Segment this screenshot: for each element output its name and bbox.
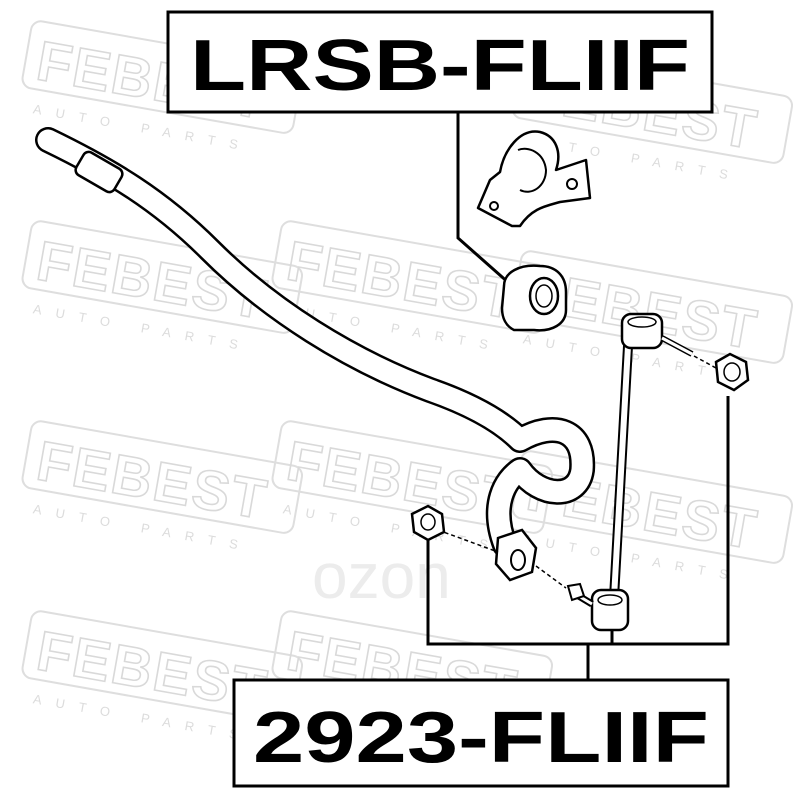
bushing-bore: [528, 276, 560, 316]
store-watermark: ozon: [312, 540, 451, 612]
lower-ball-joint: [590, 588, 630, 632]
bottom-part-label: 2923-FLIIF: [232, 678, 730, 788]
lower-joint-cap: [597, 594, 623, 606]
link-rod-fill: [611, 343, 631, 601]
upper-nut: [714, 352, 750, 392]
stabilizer-link: [566, 312, 750, 632]
upper-ball-joint: [620, 312, 664, 350]
link-bracket-leader: [426, 396, 730, 646]
top-label-frame: [166, 10, 714, 114]
bar-end-eye: [494, 528, 538, 582]
lower-nut: [410, 504, 446, 542]
bracket-body: [476, 130, 592, 228]
lower-hardware: [410, 504, 567, 589]
watermark-frame: [21, 420, 304, 534]
stabilizer-bar-fill: [37, 129, 593, 556]
bottom-part-number: 2923-FLIIF: [253, 698, 709, 778]
lower-stud-axis: [535, 565, 567, 589]
bracket-loop: [517, 147, 548, 193]
upper-joint-cap: [627, 316, 657, 328]
bar-sleeve: [74, 150, 124, 194]
lower-nut-axis: [437, 529, 499, 553]
bottom-label-frame: [232, 678, 730, 788]
bracket-hole: [489, 201, 499, 211]
bushing-bore-inner: [535, 284, 553, 308]
bushing-leader-line: [456, 112, 511, 286]
upper-stud-fill: [661, 336, 693, 356]
bracket-hole: [566, 178, 578, 190]
top-part-label: LRSB-FLIIF: [166, 10, 714, 114]
upper-nut-bore: [723, 362, 741, 382]
stabilizer-bar: [35, 127, 596, 558]
lower-nut-bore: [420, 513, 436, 531]
top-part-number: LRSB-FLIIF: [190, 26, 690, 106]
stabilizer-bushing: [500, 264, 568, 332]
lower-stud-hex: [566, 582, 586, 602]
bushing-bracket: [476, 130, 592, 228]
watermark-frame: [21, 220, 304, 334]
bar-end-bore: [510, 549, 526, 571]
